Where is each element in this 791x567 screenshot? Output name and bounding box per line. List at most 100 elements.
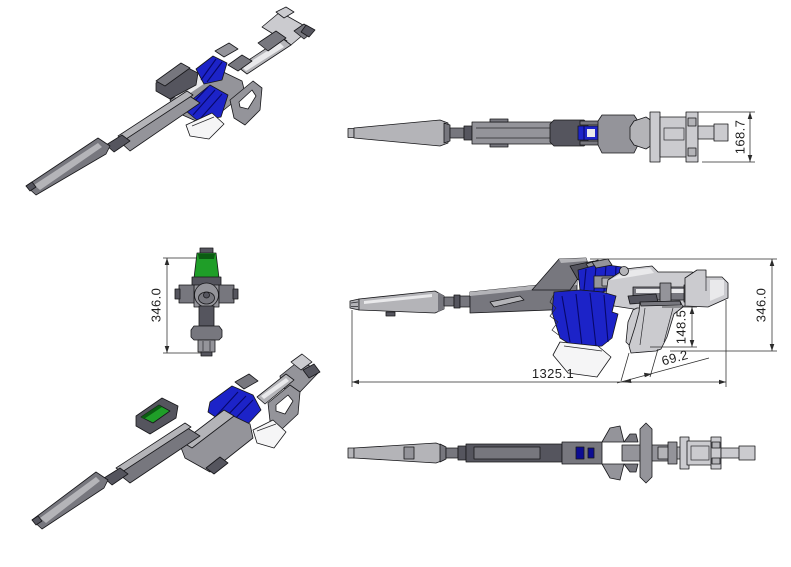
magazine-well-line: [563, 345, 603, 352]
energy-condenser-lower: [549, 289, 619, 349]
muzzle-tip-slots: [350, 301, 359, 307]
rear-assembly: [256, 353, 321, 405]
scope: [135, 397, 179, 435]
condenser-cap: [234, 373, 259, 390]
rear-cylinder-highlight: [242, 43, 284, 71]
barrel: [449, 118, 563, 148]
dimension-height: 346.0: [148, 257, 201, 354]
dimension-label-height: 346.0: [753, 288, 768, 323]
stock-flange-left: [649, 111, 661, 163]
body: [174, 282, 239, 308]
scope-lens-shade: [198, 254, 215, 259]
magazine-well-line: [191, 116, 215, 127]
isometric-view-lower: [31, 353, 321, 530]
barrel-ring: [463, 125, 473, 141]
muzzle-cone: [25, 137, 111, 196]
fin-up: [601, 425, 625, 443]
magazine-well-face: [552, 341, 612, 378]
front-view: 346.0: [148, 247, 239, 357]
handle-loop: [229, 80, 263, 126]
scope: [191, 247, 222, 288]
rear-cylinder-highlight: [261, 378, 289, 399]
rear-sight-block: [257, 30, 287, 52]
muzzle-hex: [190, 325, 223, 341]
dimension-label-front-height: 346.0: [148, 288, 163, 323]
dimension-lines: [351, 300, 727, 387]
grip-contours: [639, 307, 674, 346]
magazine-well: [185, 112, 225, 140]
dimension-label-length: 1325.1: [532, 366, 574, 381]
hex-nut: [629, 116, 653, 150]
arrowhead: [644, 372, 652, 378]
stock-end-cap: [300, 24, 316, 38]
magazine-well: [252, 419, 287, 449]
stock-top-knob: [275, 6, 295, 19]
wing-right-notch: [232, 288, 239, 300]
rear-barrel: [237, 30, 292, 75]
fin-down: [601, 463, 625, 481]
connector-b: [459, 295, 471, 308]
arrowhead: [623, 378, 632, 383]
muzzle-cone: [347, 442, 447, 464]
dimension-height: 168.7: [698, 111, 755, 163]
barrel-stripe: [489, 295, 525, 308]
muzzle-slots: [202, 341, 211, 351]
arrowhead: [164, 258, 170, 265]
stock-notch-bottom: [711, 457, 721, 465]
cylinder-clamp: [667, 441, 678, 465]
muzzle-cone: [349, 290, 445, 317]
receiver: [561, 422, 683, 484]
arrowhead: [689, 340, 695, 347]
barrel-connector: [105, 134, 131, 153]
muzzle-body: [353, 442, 445, 464]
dimension-label-top-height: 168.7: [732, 120, 747, 155]
upper-block: [214, 42, 239, 58]
muzzle-cap-shade: [438, 292, 444, 312]
fin-down-small: [623, 463, 639, 473]
arrowhead: [747, 155, 753, 162]
dimension-label-grip-width: 69.2: [660, 347, 690, 368]
stock-cut: [663, 127, 685, 141]
condenser-cell-1: [587, 129, 595, 137]
bottom-view: [347, 422, 756, 484]
muzzle-tip: [200, 351, 213, 357]
muzzle-cone: [31, 471, 109, 530]
receiver-top-face: [610, 268, 654, 280]
scope-top-face: [155, 62, 191, 87]
cross-blade: [639, 422, 653, 484]
barrel-tab-bottom: [489, 143, 509, 148]
stock: [679, 436, 756, 470]
collar-block: [597, 114, 639, 154]
handle-hole: [238, 89, 257, 110]
top-view: 168.7: [347, 111, 755, 163]
condenser-upper-ribs: [200, 58, 223, 83]
stock-notch-top: [711, 441, 721, 449]
barrel-connector: [449, 127, 465, 139]
fin-up-small: [623, 433, 639, 443]
muzzle-bore: [203, 291, 210, 299]
dimension-label-grip-drop: 148.5: [673, 310, 688, 345]
condenser-cap: [591, 258, 613, 269]
receiver: [549, 114, 653, 154]
barrel-body: [471, 121, 563, 145]
arrowhead: [352, 379, 359, 385]
stock: [649, 111, 729, 163]
rear-accent: [302, 363, 321, 379]
muzzle-tip: [25, 181, 37, 192]
pivot-screw: [619, 266, 629, 276]
arrowhead: [747, 112, 753, 119]
stock-notch-bottom: [687, 147, 697, 157]
arrowhead: [164, 346, 170, 353]
scope-lens-shade: [141, 405, 162, 419]
dimension-lines: [698, 111, 755, 163]
barrel-ring: [457, 445, 467, 461]
stock-cut: [690, 445, 710, 461]
barrel-body: [117, 94, 201, 152]
dimension-lines: [163, 257, 201, 354]
condenser-lower-ribs: [561, 292, 609, 347]
handle-loop: [267, 384, 301, 430]
muzzle-body: [353, 119, 449, 147]
stock-face: [710, 280, 724, 301]
barrel-front: [103, 422, 201, 486]
receiver-under-block: [205, 456, 229, 475]
